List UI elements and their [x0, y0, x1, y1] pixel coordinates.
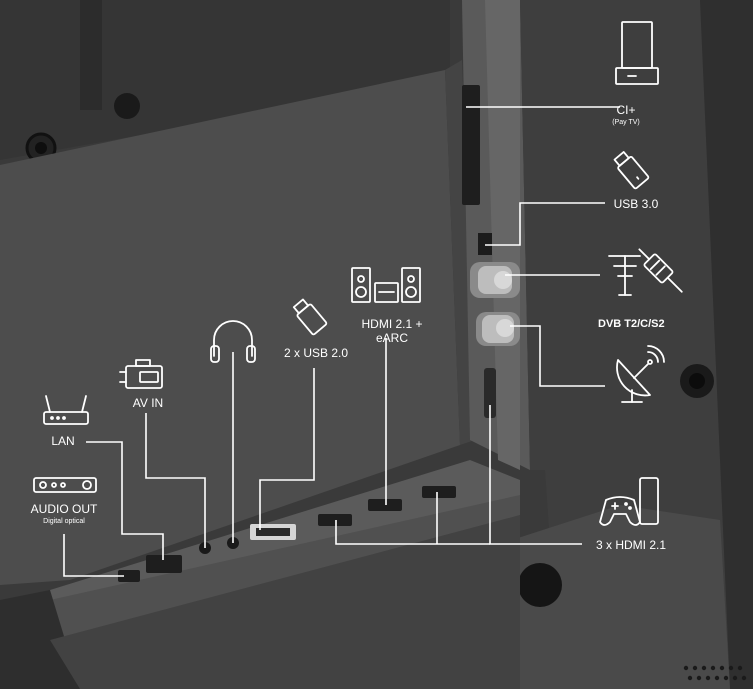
callout-hdmi-bottom [335, 520, 490, 545]
mount-hole-top [114, 93, 140, 119]
label-dvb: DVB T2/C/S2 [598, 318, 665, 330]
label-hdmi3: 3 x HDMI 2.1 [595, 538, 667, 552]
label-ci: CI+ [616, 103, 636, 117]
mount-hole-left-inner [35, 142, 47, 154]
usb-stick-icon [613, 151, 650, 190]
upper-frame [0, 0, 450, 160]
audio-device-icon [33, 477, 97, 493]
label-audio-out-sub: Digital optical [43, 518, 85, 525]
label-av-in: AV IN [132, 396, 164, 410]
callout-satellite [510, 325, 605, 387]
callout-av-in [145, 413, 206, 548]
hdmi-side-port [484, 368, 496, 418]
usb3-port [478, 233, 492, 255]
bottom-ports [118, 486, 456, 582]
callout-lines [63, 106, 620, 577]
label-lan: LAN [51, 434, 75, 448]
terrestrial-antenna-icon [608, 255, 641, 296]
ci-slot [462, 85, 480, 205]
usb-stick-small-icon [292, 298, 328, 336]
stand-post [80, 0, 102, 110]
right-cabinet-side [700, 0, 753, 689]
label-usb2: 2 x USB 2.0 [283, 346, 349, 360]
speaker-grille [683, 665, 747, 681]
satellite-dish-icon [616, 345, 665, 403]
coax-plug-icon [638, 248, 683, 293]
camcorder-icon [119, 359, 163, 389]
callout-lan [86, 441, 164, 560]
callout-audio-out [63, 534, 124, 577]
back-panel [0, 70, 460, 585]
mount-hole-right-inner [689, 373, 705, 389]
router-icon [43, 395, 89, 425]
back-panel-edge [445, 60, 475, 445]
callout-usb3 [485, 202, 605, 246]
label-ci-sub: (Pay TV) [612, 119, 640, 126]
label-audio-out: AUDIO OUT [30, 502, 98, 516]
side-column-highlight [485, 0, 520, 470]
lower-body [50, 515, 520, 689]
stand-hole [518, 563, 562, 607]
connector-ledge-face [50, 495, 520, 640]
antenna-connectors [470, 262, 520, 346]
callout-usb2 [259, 368, 315, 530]
label-hdmi-earc-line1: HDMI 2.1 + [361, 317, 423, 331]
game-console-icon [599, 477, 659, 526]
label-hdmi-earc-line2: eARC [375, 331, 408, 345]
label-usb3: USB 3.0 [613, 197, 659, 211]
hifi-speaker-icon [351, 267, 421, 303]
ledge-left-end [0, 590, 80, 689]
ci-card-icon [615, 21, 659, 85]
headphones-icon [210, 320, 256, 363]
